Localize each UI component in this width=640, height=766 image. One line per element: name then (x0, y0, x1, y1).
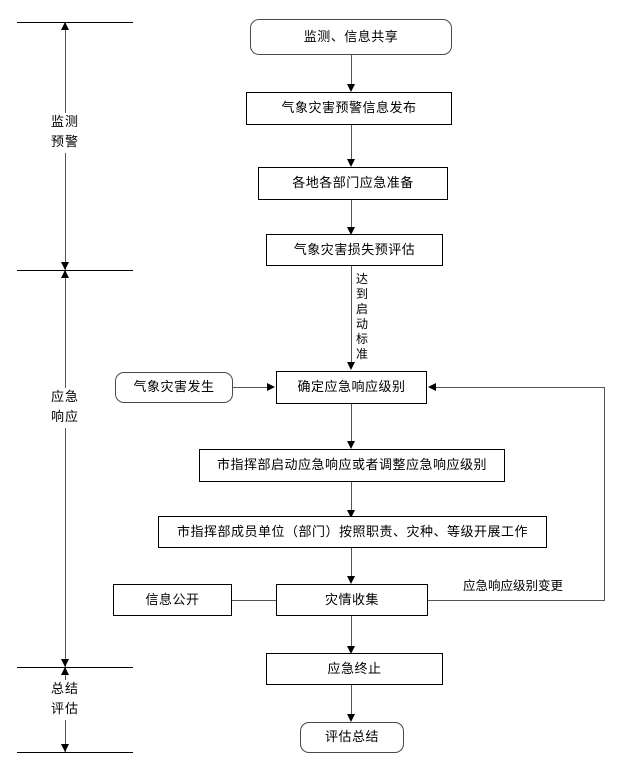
node-label-disaster-occurs: 气象灾害发生 (133, 380, 215, 395)
node-local-dept-preparation[interactable]: 各地各部门应急准备 (258, 167, 448, 200)
phase-tick-third (17, 667, 133, 668)
node-disaster-info-collection[interactable]: 灾情收集 (276, 584, 428, 616)
connector-hq-to-members (351, 482, 352, 511)
node-determine-response-level[interactable]: 确定应急响应级别 (276, 371, 427, 404)
phase-label-summary-line2: 评估 (50, 702, 79, 717)
phase-label-response-line2: 响应 (50, 410, 79, 425)
phase-label-summary-line1: 总结 (50, 682, 79, 697)
node-emergency-termination[interactable]: 应急终止 (266, 653, 443, 685)
phase-label-monitor-line1: 监测 (50, 115, 79, 130)
edge-label-reach-char-4: 标 (355, 332, 368, 346)
arrowhead-occurs-to-determine (267, 383, 275, 391)
node-label-evaluation-summary: 评估总结 (324, 730, 379, 745)
arrowhead-members-to-collection (347, 576, 355, 584)
node-info-disclosure[interactable]: 信息公开 (113, 584, 232, 616)
arrowhead-determine-to-hq (347, 441, 355, 449)
arrowhead-monitor-to-warning (347, 84, 355, 92)
phase-label-monitor-line2: 预警 (50, 135, 79, 150)
phase-arrow-monitor-top (61, 22, 69, 30)
node-monitor-info-share[interactable]: 监测、信息共享 (250, 19, 452, 55)
node-disaster-occurs[interactable]: 气象灾害发生 (115, 372, 233, 403)
connector-termination-to-evaluation (351, 685, 352, 715)
arrowhead-preparation-to-assessment (347, 227, 355, 235)
arrowhead-termination-to-evaluation (347, 714, 355, 722)
edge-label-reach-char-0: 达 (355, 272, 368, 286)
edge-label-reach-char-3: 动 (355, 317, 368, 331)
node-label-emergency-termination: 应急终止 (327, 661, 382, 677)
phase-label-emergency-response: 应急 响应 (35, 388, 95, 428)
edge-label-reach-char-1: 到 (355, 287, 368, 301)
connector-collection-to-termination (351, 615, 352, 647)
node-warning-info-release[interactable]: 气象灾害预警信息发布 (246, 92, 452, 125)
node-label-determine-response-level: 确定应急响应级别 (297, 380, 406, 395)
node-evaluation-summary[interactable]: 评估总结 (300, 722, 404, 753)
phase-label-response-line1: 应急 (50, 390, 79, 405)
phase-arrow-response-bottom (61, 659, 69, 667)
node-city-hq-start-adjust[interactable]: 市指挥部启动应急响应或者调整应急响应级别 (199, 449, 505, 482)
phase-axis-response (65, 270, 66, 667)
connector-warning-to-preparation (351, 125, 352, 160)
phase-arrow-monitor-bottom (61, 262, 69, 270)
node-loss-pre-assessment[interactable]: 气象灾害损失预评估 (266, 234, 443, 266)
node-label-disaster-info-collection: 灾情收集 (324, 592, 379, 608)
connector-disclosure-to-collection (232, 600, 276, 601)
node-label-local-dept-preparation: 各地各部门应急准备 (292, 176, 414, 191)
edge-label-reach-char-5: 准 (355, 347, 368, 361)
phase-tick-bottom (17, 752, 133, 753)
edge-label-reach-char-2: 启 (355, 302, 368, 316)
arrowhead-hq-to-members (347, 510, 355, 518)
phase-tick-second (17, 270, 133, 271)
phase-arrow-summary-bottom (61, 744, 69, 752)
node-label-city-hq-start-adjust: 市指挥部启动应急响应或者调整应急响应级别 (216, 458, 487, 473)
node-label-monitor-info-share: 监测、信息共享 (303, 29, 399, 45)
edge-label-response-level-change: 应急响应级别变更 (463, 578, 564, 593)
connector-members-to-collection (351, 548, 352, 577)
phase-arrow-response-top (61, 270, 69, 278)
node-label-loss-pre-assessment: 气象灾害损失预评估 (293, 242, 416, 258)
arrowhead-collection-to-termination (347, 646, 355, 654)
phase-label-monitor-warning: 监测 预警 (35, 113, 95, 153)
node-label-member-units-work: 市指挥部成员单位（部门）按照职责、灾种、等级开展工作 (176, 524, 528, 540)
node-label-warning-info-release: 气象灾害预警信息发布 (281, 101, 417, 116)
node-label-info-disclosure: 信息公开 (145, 592, 200, 608)
connector-monitor-to-warning (351, 55, 352, 85)
connector-assessment-to-determine (351, 265, 352, 363)
phase-label-summary-evaluation: 总结 评估 (35, 680, 95, 720)
feedback-loop-top-segment (436, 387, 605, 388)
arrowhead-warning-to-preparation (347, 159, 355, 167)
feedback-loop-right-segment (604, 387, 605, 601)
phase-tick-top (17, 22, 133, 23)
edge-label-reach-start-criteria: 达到启动标准 (355, 272, 369, 362)
node-member-units-work[interactable]: 市指挥部成员单位（部门）按照职责、灾种、等级开展工作 (158, 516, 547, 548)
connector-preparation-to-assessment (351, 200, 352, 228)
connector-occurs-to-determine (232, 387, 268, 388)
arrowhead-feedback-to-determine (428, 383, 436, 391)
feedback-loop-bottom-segment (427, 600, 605, 601)
arrowhead-assessment-to-determine (347, 362, 355, 370)
phase-arrow-summary-top (61, 667, 69, 675)
connector-determine-to-hq (351, 404, 352, 442)
